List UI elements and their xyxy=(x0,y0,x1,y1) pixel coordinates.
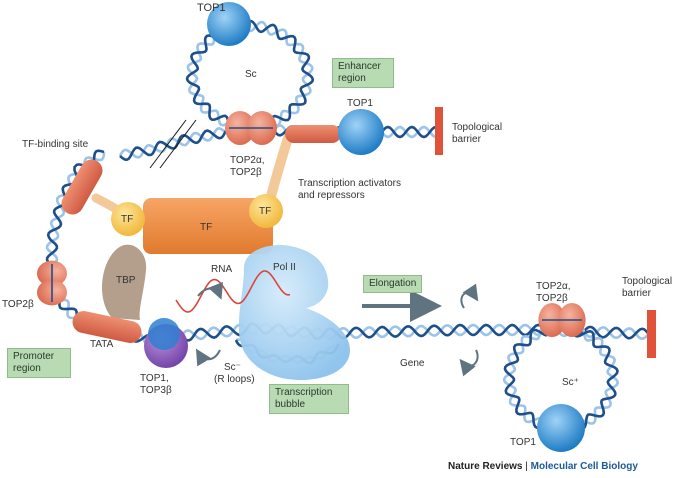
credit-line: Nature Reviews | Molecular Cell Biology xyxy=(448,461,638,472)
tf-small-right-label: TF xyxy=(259,206,272,217)
dna-top-left-strand-a xyxy=(119,129,227,162)
promoter-region-box: Promoter region xyxy=(7,348,71,378)
enhancer-region-line2: region xyxy=(338,73,366,84)
top2ab-top-line1: TOP2α, xyxy=(230,155,265,166)
top1-right-label: TOP1 xyxy=(347,98,373,109)
tbp-shape xyxy=(101,244,147,320)
topological-barrier-top xyxy=(435,107,443,155)
transcription-bubble-line1: Transcription xyxy=(275,387,333,398)
top1-right-sphere xyxy=(338,109,384,155)
tf-binding-site-label: TF-binding site xyxy=(22,139,89,150)
sc-minus-line2: (R loops) xyxy=(214,374,255,385)
dna-top-loop-strand-b xyxy=(186,20,314,127)
topological-barrier-right xyxy=(647,310,656,358)
tbp-label: TBP xyxy=(116,275,136,286)
rna-label: RNA xyxy=(211,264,233,275)
credit-subjournal: Molecular Cell Biology xyxy=(530,461,638,472)
transcription-bubble-line2: bubble xyxy=(275,399,306,410)
top2ab-top-line2: TOP2β xyxy=(230,167,262,178)
top2-enhancer-complex xyxy=(225,111,277,145)
activators-label: Transcription activators and repressors xyxy=(298,178,401,202)
credit-separator: | xyxy=(522,461,531,472)
top2ab-right-line1: TOP2α, xyxy=(536,281,571,292)
tf-small-left-label: TF xyxy=(121,214,134,225)
tf-large-label: TF xyxy=(200,222,213,233)
top1-bottom-label: TOP1 xyxy=(510,437,536,448)
top1-top-label: TOP1 xyxy=(197,2,226,14)
top2b-left-complex xyxy=(37,260,67,306)
dna-top-left xyxy=(118,126,228,162)
tf-complex xyxy=(91,133,293,254)
sc-minus-label: Sc⁻ (R loops) xyxy=(214,362,255,386)
tf-small-left-shape xyxy=(111,202,145,236)
pol-ii-label: Pol II xyxy=(273,262,296,273)
top1-top3b-label: TOP1, TOP3β xyxy=(140,373,172,397)
top2ab-top-label: TOP2α, TOP2β xyxy=(230,155,265,179)
tf-binding-site-cylinder xyxy=(61,159,103,215)
top1-top3b-line2: TOP3β xyxy=(140,385,172,396)
dna-top-left-strand-b xyxy=(118,126,228,159)
tata-label: TATA xyxy=(90,339,114,350)
promoter-region-line1: Promoter xyxy=(13,351,55,362)
topological-barrier-top-line2: barrier xyxy=(452,134,481,145)
elongation-box: Elongation xyxy=(363,275,423,293)
top1-top3b-line1: TOP1, xyxy=(140,373,169,384)
sc-plus-label: Sc⁺ xyxy=(562,377,579,388)
enhancer-region-line1: Enhancer xyxy=(338,61,381,72)
top1-top3b-highlight xyxy=(148,318,180,350)
credit-journal: Nature Reviews xyxy=(448,461,523,472)
gene-label: Gene xyxy=(400,358,425,369)
activators-line1: Transcription activators xyxy=(298,178,401,189)
top2ab-right-line2: TOP2β xyxy=(536,293,568,304)
nucleosome-layer xyxy=(37,111,586,343)
topological-barrier-top-label: Topological barrier xyxy=(452,122,502,146)
topological-barrier-right-label: Topological barrier xyxy=(622,276,672,300)
sc-minus-line1: Sc⁻ xyxy=(224,362,241,373)
topological-barrier-right-line2: barrier xyxy=(622,288,651,299)
pol-ii-shape xyxy=(238,244,350,380)
dna-break-marks xyxy=(149,119,197,169)
top2b-left-label: TOP2β xyxy=(2,299,34,310)
top2-right-complex xyxy=(538,303,586,337)
topological-barrier-right-line1: Topological xyxy=(622,276,673,287)
tf-binding-cylinder-top xyxy=(285,125,341,143)
promoter-region-line2: region xyxy=(13,363,41,374)
topological-barrier-top-line1: Topological xyxy=(452,122,503,133)
top2ab-right-label: TOP2α, TOP2β xyxy=(536,281,571,305)
enhancer-region-box: Enhancer region xyxy=(332,58,394,88)
top1-top-sphere xyxy=(207,2,251,46)
rotation-arrows xyxy=(195,281,479,377)
activators-line2: and repressors xyxy=(298,190,365,201)
transcription-bubble-box: Transcription bubble xyxy=(269,384,349,414)
tata-cylinder xyxy=(72,311,142,343)
top1-bottom-sphere xyxy=(537,404,585,452)
tf-small-right-shape xyxy=(249,194,283,228)
rna-strand xyxy=(175,270,291,313)
sc-top-label: Sc xyxy=(245,69,257,80)
tf-large-shape xyxy=(143,198,273,254)
